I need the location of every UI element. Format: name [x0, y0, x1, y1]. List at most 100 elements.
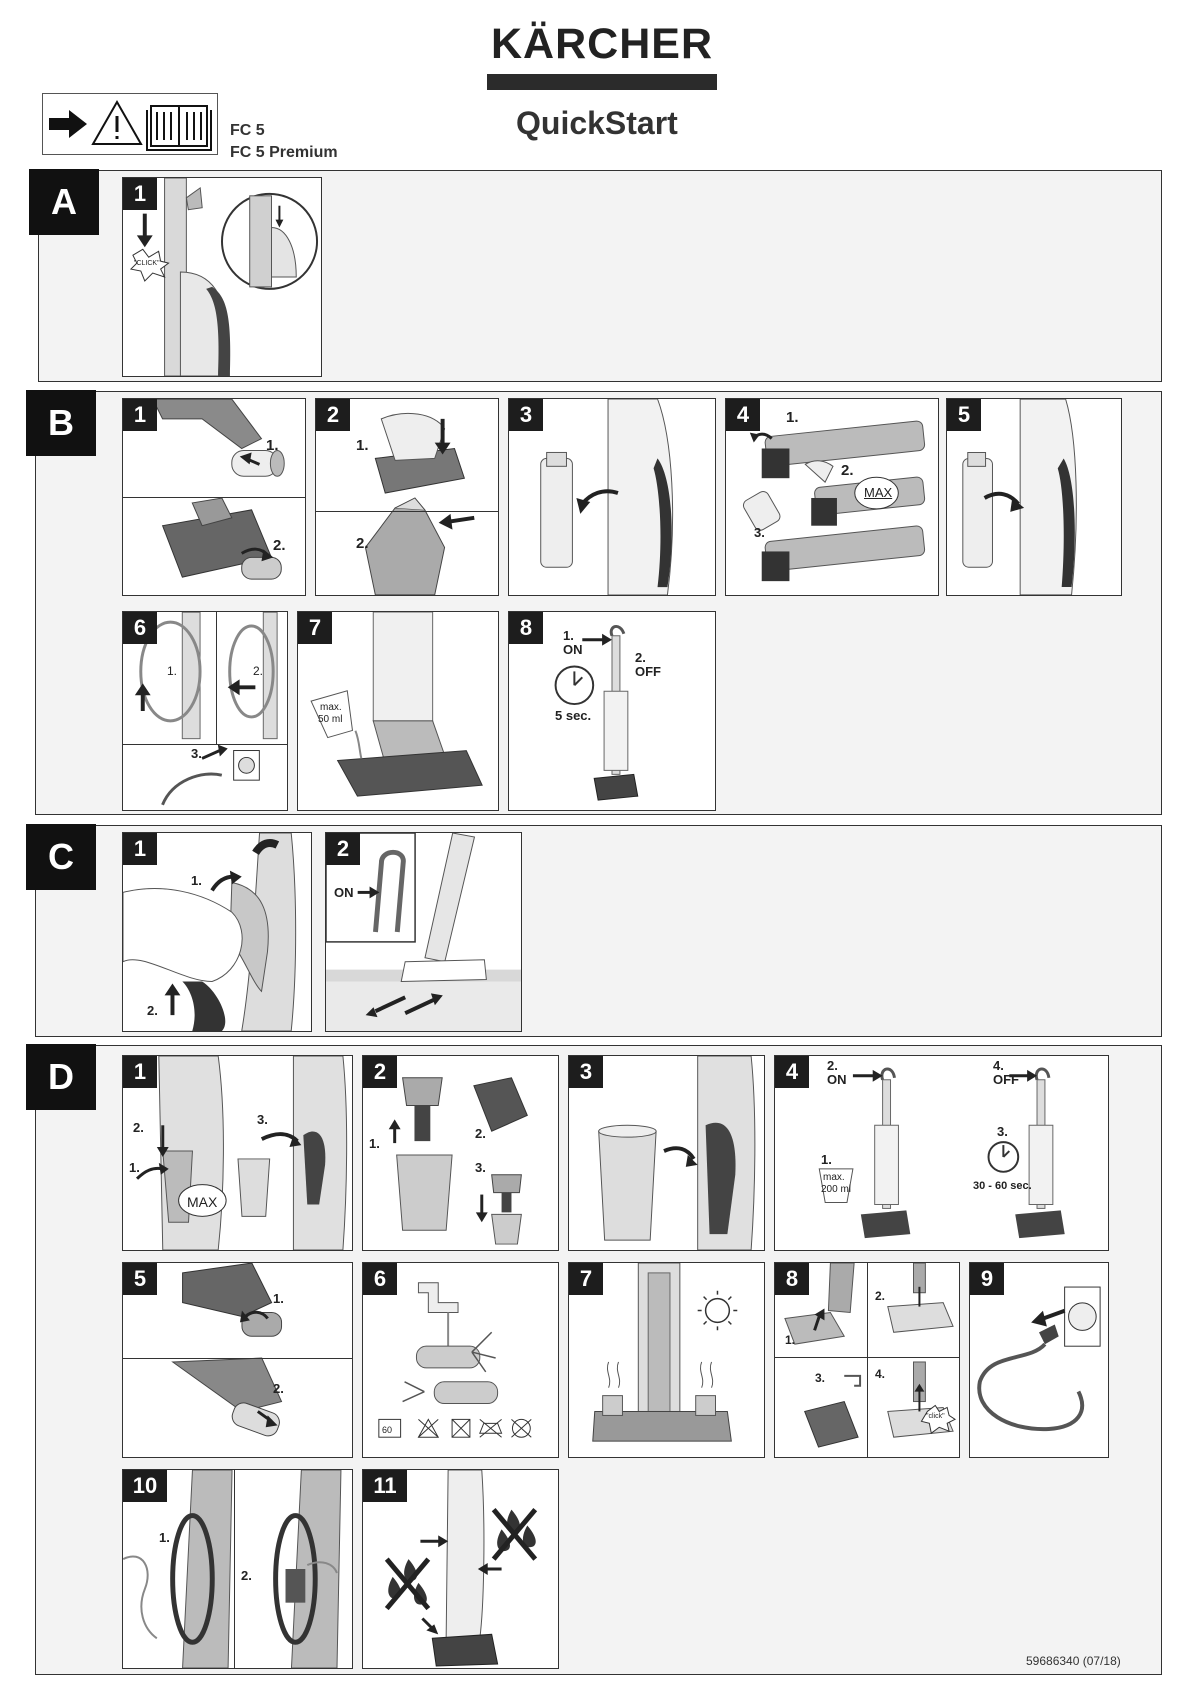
step-number: 1 [123, 833, 157, 865]
step-label: 2. [147, 1003, 158, 1018]
arrow-right-icon [49, 110, 87, 138]
step-label: 1. [786, 409, 799, 426]
step-label: 1. [785, 1333, 796, 1347]
step-number: 2 [316, 399, 350, 431]
step-panel-d1: 1 2. 1. 3. MAX [122, 1055, 353, 1251]
unplug-illustration [977, 1286, 1101, 1431]
replace-base-illustration [784, 1263, 957, 1448]
step-panel-b7: 7 max. 50 ml [297, 611, 499, 811]
step-label: 3. [997, 1124, 1008, 1139]
panel-divider [316, 511, 498, 512]
step-panel-b8: 8 1. ON 2. OFF 5 sec. [508, 611, 716, 811]
clean-dirty-tank-illustration [388, 1077, 528, 1245]
step-panel-d9: 9 [969, 1262, 1109, 1458]
step-label: 2. [475, 1126, 486, 1141]
volume-label: max. [823, 1172, 845, 1183]
step-label: 2. [356, 535, 369, 552]
panel-divider [867, 1263, 868, 1457]
insert-roller-illustration [152, 399, 285, 580]
panel-divider [123, 497, 305, 498]
step-number: 1 [123, 1056, 157, 1088]
model-name: FC 5 [230, 122, 265, 139]
document-number: 59686340 (07/18) [1026, 1654, 1121, 1668]
brand-wordmark: KÄRCHER [491, 20, 713, 68]
panel-divider [234, 1470, 235, 1668]
panel-divider [123, 1358, 352, 1359]
assemble-base-illustration [364, 413, 475, 595]
step-number: 7 [298, 612, 332, 644]
step-panel-d3: 3 [568, 1055, 765, 1251]
step-panel-d7: 7 [568, 1262, 765, 1458]
warning-triangle-icon [91, 99, 143, 145]
step-panel-d5: 5 1. 2. [122, 1262, 353, 1458]
click-sound-label: "click" [926, 1413, 945, 1420]
step-label: 4. [875, 1367, 886, 1381]
wind-cable-illustration [123, 1470, 342, 1668]
step-panel-b4: 4 1. 2. 3. MAX [725, 398, 939, 596]
volume-label: max. [320, 702, 342, 713]
unwind-cable-illustration [134, 612, 278, 806]
manual-book-icon [146, 105, 212, 151]
step-number: 8 [775, 1263, 809, 1295]
step-label: 1. [563, 628, 574, 643]
step-panel-d11: 11 [362, 1469, 559, 1669]
step-number: 5 [947, 399, 981, 431]
step-label: 2. [273, 1381, 284, 1396]
max-label: MAX [187, 1194, 218, 1210]
step-panel-c2: 2 ON [325, 832, 522, 1032]
step-panel-b5: 5 [946, 398, 1122, 596]
remove-roller-illustration [171, 1263, 283, 1437]
attach-base-illustration [123, 833, 297, 1031]
step-number: 1 [123, 178, 157, 210]
volume-label: 50 ml [318, 714, 343, 725]
step-label: 2. [241, 1568, 252, 1583]
step-number: 9 [970, 1263, 1004, 1295]
step-panel-d2: 2 1. 2. 3. [362, 1055, 559, 1251]
section-label: B [26, 390, 96, 456]
empty-dirty-tank-illustration [135, 1056, 348, 1250]
step-panel-c1: 1 1. 2. [122, 832, 312, 1032]
wash-temperature-label: 60 [382, 1425, 393, 1435]
duration-label: 30 - 60 sec. [973, 1180, 1032, 1192]
step-label: 2. [273, 537, 286, 554]
step-panel-b6: 6 1. 2. 3. [122, 611, 288, 811]
logo-bar [487, 74, 717, 90]
panel-divider [216, 612, 217, 744]
section-label: D [26, 1044, 96, 1110]
off-label: OFF [993, 1072, 1019, 1087]
step-panel-d10: 10 1. 2. [122, 1469, 353, 1669]
step-number: 2 [363, 1056, 397, 1088]
wash-roller-illustration [378, 1282, 532, 1438]
max-label: MAX [864, 485, 893, 500]
step-label: 2. [827, 1058, 838, 1073]
click-sound-label: "CLICK" [134, 260, 160, 267]
step-number: 4 [775, 1056, 809, 1088]
section-a: A 1 "CLICK" [29, 169, 1162, 382]
step-label: 3. [754, 525, 765, 540]
fill-tank-illustration [742, 420, 926, 582]
karcher-logo: KÄRCHER [487, 22, 717, 90]
step-label: 1. [167, 664, 178, 678]
step-label: 4. [993, 1058, 1004, 1073]
start-cleaning-illustration [326, 833, 521, 1031]
step-label: 1. [369, 1136, 380, 1151]
off-label: OFF [635, 664, 661, 679]
fill-station-illustration [310, 612, 483, 797]
step-panel-d8: 8 1. 2. 3. 4. "click" [774, 1262, 960, 1458]
step-number: 11 [363, 1470, 407, 1502]
section-label: A [29, 169, 99, 235]
no-water-warning-illustration [384, 1470, 538, 1667]
step-number: 6 [363, 1263, 397, 1295]
model-list: FC 5 FC 5 Premium [230, 120, 338, 164]
step-number: 8 [509, 612, 543, 644]
attach-handle-illustration [129, 178, 319, 376]
step-number: 4 [726, 399, 760, 431]
step-panel-d6: 6 60 [362, 1262, 559, 1458]
page-title: QuickStart [516, 105, 678, 141]
panel-divider [123, 744, 287, 745]
step-label: 2. [875, 1289, 886, 1303]
step-label: 1. [191, 873, 202, 888]
section-b: B 1 1. 2. 2 [26, 390, 1162, 815]
step-label: 1. [273, 1291, 284, 1306]
step-number: 6 [123, 612, 157, 644]
